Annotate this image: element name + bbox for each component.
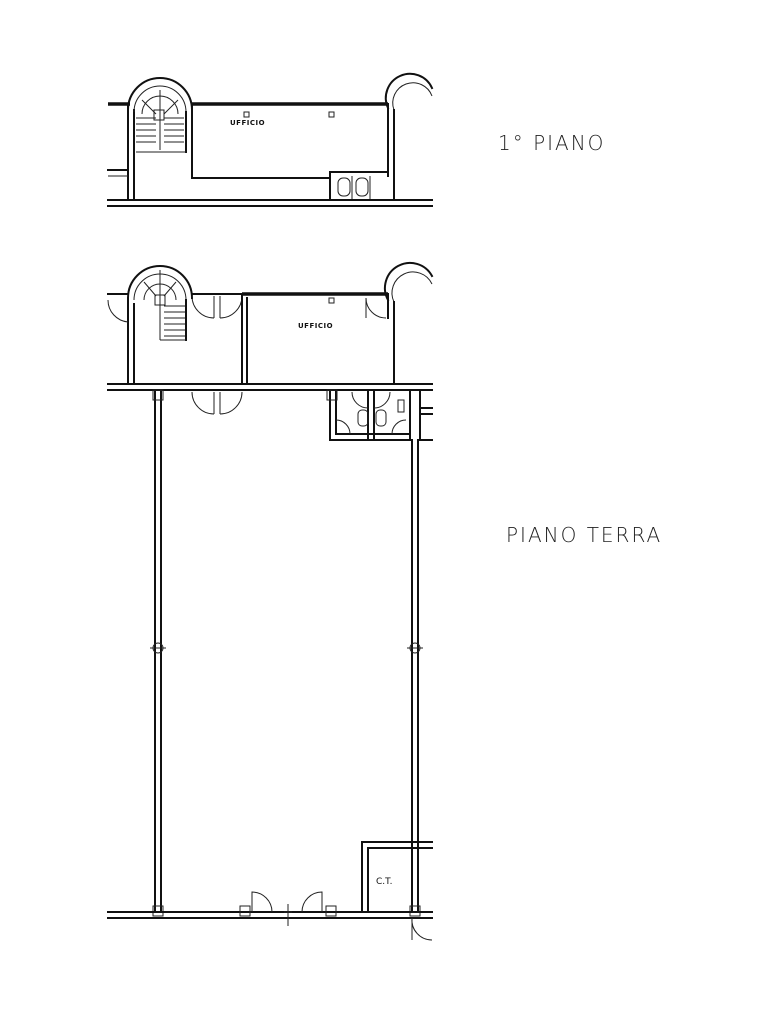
column-markers (150, 389, 423, 917)
ground-floor-title: PIANO TERRA (506, 523, 662, 547)
first-floor-room-label: UFFICIO (230, 119, 265, 127)
wc-fixtures (337, 176, 371, 200)
ground-wc-block (329, 389, 411, 441)
first-floor-title: 1° PIANO (498, 131, 605, 155)
ground-office-label: UFFICIO (298, 322, 333, 330)
ground-spiral-staircase (126, 265, 194, 340)
ground-floor-plan: UFFICIO (107, 262, 434, 941)
entrance-doors (239, 891, 337, 926)
spiral-staircase (126, 77, 194, 150)
boiler-room: C.T. (361, 841, 433, 913)
boiler-room-label: C.T. (376, 877, 392, 887)
first-floor-plan: UFFICIO (107, 72, 434, 207)
